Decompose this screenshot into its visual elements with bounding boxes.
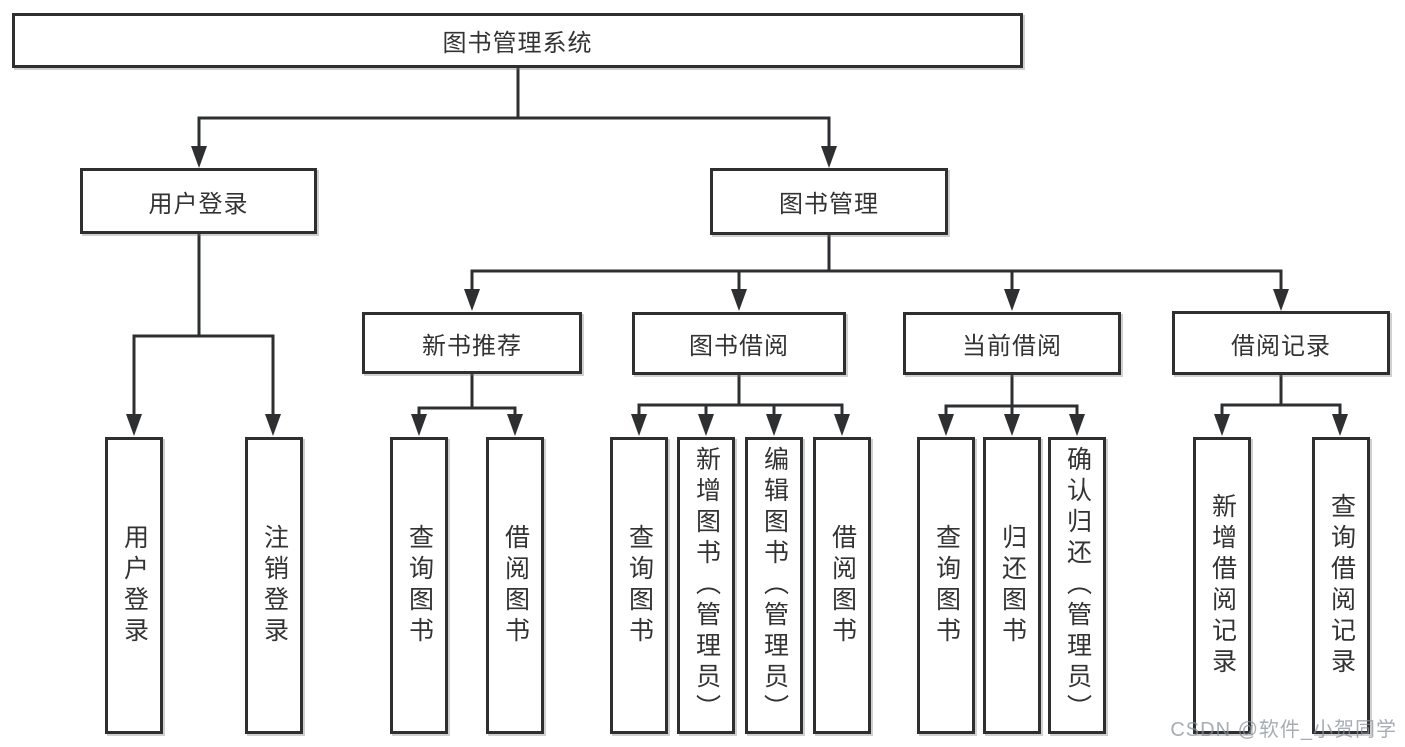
node-new-book-rec-label: 新书推荐 [422,332,522,360]
node-leaf-query-books-borrow-label: 查询图书 [625,523,654,648]
node-borrow-records-label: 借阅记录 [1231,332,1331,360]
node-leaf-borrow-books-borrow: 借阅图书 [813,437,871,734]
node-leaf-add-borrow-record-label: 新增借阅记录 [1208,492,1237,679]
node-leaf-query-books-current: 查询图书 [917,437,975,734]
node-leaf-confirm-return-admin: 确认归还（管理员） [1048,437,1106,734]
node-leaf-add-borrow-record: 新增借阅记录 [1193,437,1251,734]
node-current-borrow-label: 当前借阅 [962,333,1062,360]
node-leaf-logout: 注销登录 [245,437,303,734]
node-leaf-add-books-admin: 新增图书（管理员） [677,437,735,734]
node-leaf-return-books-label: 归还图书 [998,523,1027,648]
node-leaf-edit-books-admin-label: 编辑图书（管理员） [760,446,789,725]
node-borrow-records: 借阅记录 [1172,311,1390,375]
node-root: 图书管理系统 [12,13,1023,68]
node-leaf-query-books-rec-label: 查询图书 [405,523,434,648]
node-leaf-user-login: 用户登录 [105,437,163,734]
node-leaf-logout-label: 注销登录 [260,523,289,648]
node-leaf-query-books-current-label: 查询图书 [932,523,961,648]
node-leaf-query-borrow-record-label: 查询借阅记录 [1327,492,1356,679]
node-leaf-return-books: 归还图书 [983,437,1041,734]
node-book-mgmt: 图书管理 [710,168,948,235]
node-leaf-edit-books-admin: 编辑图书（管理员） [745,437,803,734]
node-leaf-borrow-books-borrow-label: 借阅图书 [828,523,857,648]
node-book-mgmt-label: 图书管理 [779,191,879,218]
node-leaf-confirm-return-admin-label: 确认归还（管理员） [1063,446,1092,725]
node-leaf-user-login-label: 用户登录 [120,523,149,648]
node-root-label: 图书管理系统 [442,30,593,57]
csdn-watermark: CSDN @软件_小贺同学 [1170,719,1397,741]
node-new-book-rec: 新书推荐 [362,312,582,374]
node-book-borrow: 图书借阅 [632,312,846,375]
node-user-login: 用户登录 [80,168,317,234]
node-leaf-add-books-admin-label: 新增图书（管理员） [692,446,721,725]
node-leaf-borrow-books-rec-label: 借阅图书 [501,523,530,648]
node-book-borrow-label: 图书借阅 [689,333,789,360]
node-leaf-query-books-rec: 查询图书 [390,437,448,734]
node-current-borrow: 当前借阅 [903,312,1121,375]
node-leaf-query-borrow-record: 查询借阅记录 [1312,437,1370,734]
node-leaf-query-books-borrow: 查询图书 [610,437,668,734]
node-user-login-label: 用户登录 [148,190,249,218]
node-leaf-borrow-books-rec: 借阅图书 [486,437,544,734]
